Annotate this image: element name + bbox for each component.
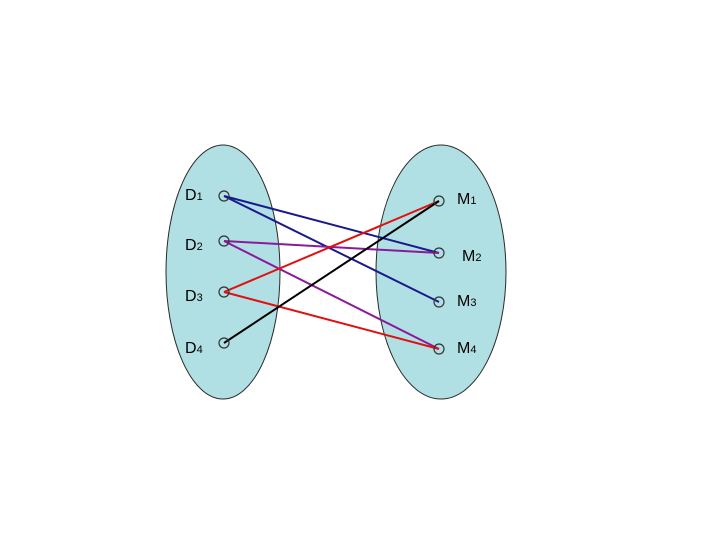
node-d3 <box>218 286 230 298</box>
node-label-m1: M1 <box>457 191 476 208</box>
node-label-index: 3 <box>197 292 203 304</box>
node-label-m2: M2 <box>462 248 481 265</box>
node-label-letter: D <box>185 237 197 254</box>
node-m4 <box>433 343 445 355</box>
node-d2 <box>218 235 230 247</box>
node-label-d4: D4 <box>185 340 203 357</box>
node-label-index: 4 <box>470 344 476 356</box>
node-label-letter: D <box>185 288 197 305</box>
node-label-letter: M <box>457 293 470 310</box>
edge-d3-m4 <box>223 291 440 350</box>
node-label-letter: D <box>185 187 197 204</box>
node-label-index: 1 <box>470 195 476 207</box>
node-label-d3: D3 <box>185 288 203 305</box>
nodes-group <box>218 190 445 355</box>
node-label-index: 1 <box>197 191 203 203</box>
node-m2 <box>433 247 445 259</box>
node-label-index: 2 <box>475 252 481 264</box>
node-label-index: 3 <box>470 297 476 309</box>
edges-group <box>223 195 440 350</box>
node-label-letter: M <box>462 248 475 265</box>
node-d4 <box>218 337 230 349</box>
edge-d1-m3 <box>223 195 440 303</box>
right-set-ellipse <box>375 144 507 400</box>
node-label-m3: M3 <box>457 293 476 310</box>
left-set-ellipse <box>165 144 281 400</box>
edge-d2-m4 <box>223 240 440 350</box>
edge-d1-m2 <box>223 195 440 254</box>
node-m1 <box>433 195 445 207</box>
node-label-index: 4 <box>197 344 203 356</box>
edge-d4-m1 <box>223 200 440 344</box>
node-d1 <box>218 190 230 202</box>
node-label-letter: M <box>457 340 470 357</box>
node-m3 <box>433 296 445 308</box>
node-label-d1: D1 <box>185 187 203 204</box>
node-label-letter: M <box>457 191 470 208</box>
node-label-index: 2 <box>197 241 203 253</box>
node-label-letter: D <box>185 340 197 357</box>
node-label-d2: D2 <box>185 237 203 254</box>
node-label-m4: M4 <box>457 340 476 357</box>
edge-d3-m1 <box>223 200 440 293</box>
